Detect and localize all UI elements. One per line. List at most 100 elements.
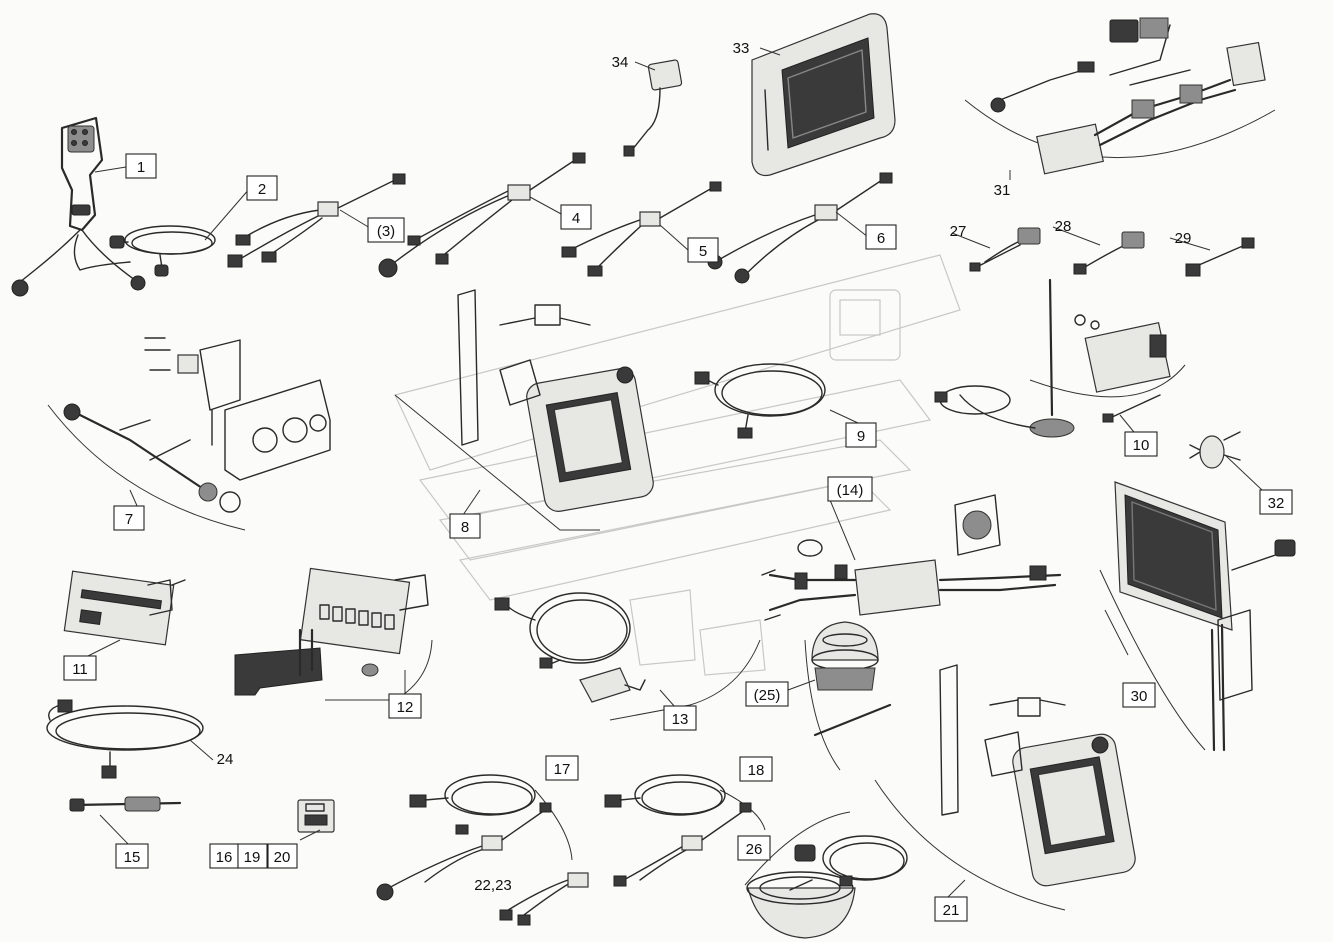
part-18-harness (604, 774, 752, 887)
part-5-harness (561, 181, 722, 277)
part-12-keypad (234, 567, 429, 696)
svg-text:10: 10 (1133, 437, 1150, 454)
label-31: 31 (994, 182, 1011, 199)
part-15-connector (69, 796, 182, 812)
part-10-antenna-receiver (934, 278, 1171, 438)
label-25: (25) (745, 681, 789, 707)
svg-text:31: 31 (994, 182, 1011, 199)
part-26-dome (746, 835, 908, 939)
part-34-sensor (623, 59, 683, 157)
label-12: 12 (388, 693, 422, 719)
label-6: 6 (865, 224, 897, 250)
part-17-harness (376, 774, 552, 901)
svg-text:30: 30 (1131, 688, 1148, 705)
group-brackets (47, 99, 1276, 911)
label-16: 16 (209, 843, 239, 869)
svg-text:33: 33 (733, 40, 750, 57)
part-6-harness (707, 172, 893, 284)
svg-text:26: 26 (746, 841, 763, 858)
svg-text:8: 8 (461, 519, 469, 536)
part-20-card (297, 799, 335, 833)
part-1-joystick (11, 116, 146, 297)
label-9: 9 (845, 422, 877, 448)
part-27-adaptor (969, 227, 1041, 272)
label-5: 5 (687, 237, 719, 263)
svg-text:32: 32 (1268, 495, 1285, 512)
part-21-terminal (939, 664, 1136, 887)
label-18: 18 (739, 756, 773, 782)
label-27: 27 (950, 223, 967, 240)
label-7: 7 (113, 505, 145, 531)
svg-text:18: 18 (748, 762, 765, 779)
label-20: 20 (267, 843, 298, 869)
label-3: (3) (367, 217, 405, 243)
label-14: (14) (827, 476, 873, 502)
svg-text:4: 4 (572, 210, 580, 227)
part-25-gps-dome (811, 621, 892, 737)
svg-text:28: 28 (1055, 218, 1072, 235)
label-19: 19 (237, 843, 268, 869)
label-34: 34 (612, 54, 629, 71)
part-2-cable (109, 225, 216, 277)
part-13-module (494, 592, 646, 703)
label-24: 24 (217, 751, 234, 768)
label-17: 17 (545, 755, 579, 781)
part-8-terminal (457, 289, 654, 512)
part-33-display (751, 13, 896, 177)
part-32-clamp (1189, 431, 1241, 469)
label-21: 21 (934, 896, 968, 922)
part-22-23-splitter (499, 872, 589, 926)
svg-text:21: 21 (943, 902, 960, 919)
label-30: 30 (1122, 682, 1156, 708)
label-26: 26 (737, 835, 771, 861)
svg-text:17: 17 (554, 761, 571, 778)
part-30-display (1114, 481, 1296, 752)
label-15: 15 (115, 843, 149, 869)
part-3-harness (227, 173, 406, 268)
svg-text:24: 24 (217, 751, 234, 768)
svg-text:(14): (14) (837, 482, 864, 499)
svg-text:19: 19 (244, 849, 261, 866)
background-outlines (394, 254, 961, 676)
svg-text:15: 15 (124, 849, 141, 866)
part-28-adaptor (1073, 231, 1145, 275)
svg-text:9: 9 (857, 428, 865, 445)
svg-text:7: 7 (125, 511, 133, 528)
label-8: 8 (449, 513, 481, 539)
part-31-harness (990, 17, 1266, 175)
label-13: 13 (663, 705, 697, 731)
label-11: 11 (63, 655, 97, 681)
svg-text:34: 34 (612, 54, 629, 71)
svg-text:16: 16 (216, 849, 233, 866)
svg-text:5: 5 (699, 243, 707, 260)
svg-text:12: 12 (397, 699, 414, 716)
svg-text:20: 20 (274, 849, 291, 866)
svg-text:29: 29 (1175, 230, 1192, 247)
label-4: 4 (560, 204, 592, 230)
svg-text:13: 13 (672, 711, 689, 728)
label-10: 10 (1124, 431, 1158, 457)
part-24-cable (46, 699, 204, 779)
svg-text:22,23: 22,23 (474, 877, 512, 894)
svg-text:2: 2 (258, 181, 266, 198)
label-22-23: 22,23 (474, 877, 512, 894)
part-9-cable (694, 363, 826, 439)
leader-lines (79, 47, 1263, 899)
part-7-control-panel (63, 337, 331, 513)
label-28: 28 (1055, 218, 1072, 235)
svg-text:(3): (3) (377, 223, 395, 240)
part-11-panel (63, 570, 186, 646)
part-14-box-harness (761, 494, 1062, 621)
svg-text:1: 1 (137, 159, 145, 176)
label-33: 33 (733, 40, 750, 57)
svg-text:11: 11 (72, 661, 88, 678)
part-4-harness (378, 152, 586, 278)
label-2: 2 (246, 175, 278, 201)
svg-text:6: 6 (877, 230, 885, 247)
label-29: 29 (1175, 230, 1192, 247)
label-1: 1 (125, 153, 157, 179)
svg-text:(25): (25) (754, 687, 781, 704)
part-29-adaptor (1185, 237, 1255, 277)
svg-text:27: 27 (950, 223, 967, 240)
